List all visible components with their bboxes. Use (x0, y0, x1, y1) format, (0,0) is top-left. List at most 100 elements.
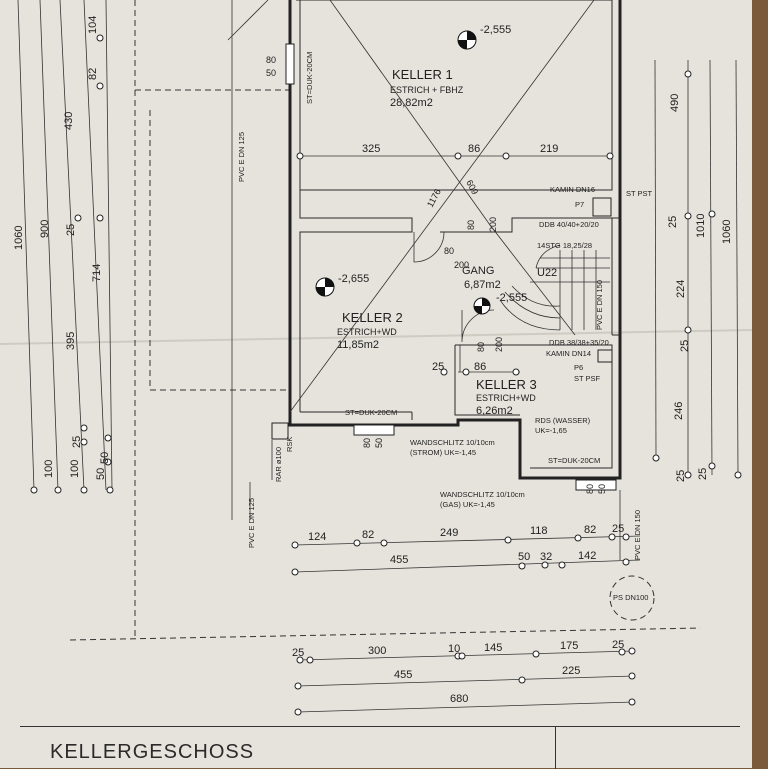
plan-sheet: KELLER 1 ESTRICH + FBHZ 28,82m2 KELLER 2… (0, 0, 752, 769)
dim-219: 219 (540, 143, 558, 155)
pump-sump-circle (609, 575, 655, 621)
window-dim-80a: 80 (266, 55, 276, 65)
note-wandschlitz-strom-2: (STROM) UK=-1,45 (410, 448, 476, 457)
room-keller1-area: 28,82m2 (390, 97, 433, 109)
interior-dimension-line (296, 152, 614, 376)
dim-left-430: 430 (63, 112, 75, 130)
dim-right-490: 490 (669, 94, 681, 112)
note-kamin-mid: KAMIN DN14 (546, 349, 591, 358)
dim-left-50a: 50 (95, 468, 107, 480)
dim-b3-25b: 25 (612, 639, 624, 651)
level-label-2: -2,655 (338, 273, 369, 285)
dim-b4-225: 225 (562, 665, 580, 677)
dim-gang-80: 80 (444, 246, 454, 256)
note-ddb-top: DDB 40/40+20/20 (539, 220, 599, 229)
left-dimension-lines (17, 0, 114, 494)
dim-left-395: 395 (65, 332, 77, 350)
dim-left-82: 82 (87, 68, 99, 80)
boundary-dashed (69, 0, 701, 641)
floor-plan-drawing: KELLER 1 ESTRICH + FBHZ 28,82m2 KELLER 2… (0, 0, 752, 716)
level-markers (315, 30, 491, 315)
dim-gang-200: 200 (454, 260, 469, 270)
dim-left-104: 104 (87, 16, 99, 34)
note-u22: U22 (537, 267, 557, 279)
dim-b2-142: 142 (578, 550, 596, 562)
note-wandschlitz-strom: WANDSCHLITZ 10/10cm (410, 438, 495, 447)
note-p6: P6 (574, 363, 583, 372)
dim-b4-455: 455 (394, 669, 412, 681)
dim-b3-300: 300 (368, 645, 386, 657)
note-st-duk-2: ST=DUK-20CM (548, 456, 600, 465)
dim-right-224: 224 (675, 280, 687, 298)
dim-k2-86: 86 (474, 361, 486, 373)
room-keller1-name: KELLER 1 (392, 67, 453, 82)
note-wandschlitz-gas-2: (GAS) UK=-1,45 (440, 500, 495, 509)
note-rar: RAR ø100 (274, 447, 283, 482)
dim-left-714: 714 (91, 264, 103, 282)
note-ps: PS DN100 (613, 593, 648, 602)
note-pvc-left-2: PVC E DN 125 (247, 498, 256, 548)
note-pvc-left: PVC E DN 125 (237, 132, 246, 182)
note-ddb-bottom: DDB 38/38+35/20 (549, 338, 609, 347)
dim-left-25a: 25 (65, 224, 77, 236)
room-keller2-finish: ESTRICH+WD (337, 327, 397, 337)
dim-325: 325 (362, 143, 380, 155)
dim-86: 86 (468, 143, 480, 155)
note-pvc-bottom: PVC E DN 150 (633, 510, 642, 560)
dim-left-100b: 100 (69, 460, 81, 478)
note-pvc-right: PVC E DN 150 (595, 280, 604, 330)
dim-right-25a: 25 (667, 216, 679, 228)
dim-right-25b: 25 (679, 340, 691, 352)
dim-right-25c: 25 (675, 470, 687, 482)
dim-right-25d: 25 (697, 468, 709, 480)
room-gang-area: 6,87m2 (464, 279, 501, 291)
note-rds-uk: UK=-1,65 (535, 426, 567, 435)
dim-gang-80b: 80 (466, 220, 476, 230)
dim-b1-118: 118 (530, 525, 548, 537)
note-rsk: RSK (285, 437, 294, 452)
note-st-psf: ST PSF (574, 374, 601, 383)
room-keller3-name: KELLER 3 (476, 377, 537, 392)
dim-b1-82a: 82 (362, 529, 374, 541)
window-dim-80b: 80 (362, 438, 372, 448)
title-block: KELLERGESCHOSS (20, 726, 740, 769)
room-keller1-finish: ESTRICH + FBHZ (390, 85, 464, 95)
dim-b3-175: 175 (560, 640, 578, 652)
window-dim-50a: 50 (266, 68, 276, 78)
note-rds: RDS (WASSER) (535, 416, 591, 425)
dim-b2-32: 32 (540, 551, 552, 563)
dim-b1-25: 25 (612, 523, 624, 535)
dim-b2-50: 50 (518, 551, 530, 563)
window-dim-80c: 80 (585, 484, 595, 494)
windows (271, 43, 617, 491)
dim-left-100a: 100 (43, 460, 55, 478)
walls (288, 0, 622, 480)
note-diag-609: 609 (464, 178, 480, 196)
dim-right-246: 246 (673, 402, 685, 420)
dim-k3-80: 80 (476, 342, 486, 352)
dim-right-1060: 1060 (721, 220, 733, 244)
dim-left-900: 900 (39, 220, 51, 238)
note-st-duk-1: ST=DUK-20CM (345, 408, 397, 417)
dim-left-1060: 1060 (13, 226, 25, 250)
dim-b3-145: 145 (484, 642, 502, 654)
note-kamin-top: KAMIN DN16 (550, 185, 595, 194)
dim-left-50b: 50 (99, 452, 111, 464)
dim-b2-455: 455 (390, 554, 408, 566)
dim-b3-10: 10 (448, 643, 460, 655)
dim-k2-25: 25 (432, 361, 444, 373)
dim-b1-82b: 82 (584, 524, 596, 536)
bottom-dimension-lines (291, 533, 641, 716)
note-st-duk-vertical: ST=DUK-20CM (305, 52, 314, 104)
room-keller2-area: 11,85m2 (337, 339, 379, 351)
note-wandschlitz-gas: WANDSCHLITZ 10/10cm (440, 490, 525, 499)
note-p7: P7 (575, 200, 584, 209)
right-dimension-lines (652, 59, 742, 479)
window-dim-50c: 50 (597, 484, 607, 494)
dim-right-1010: 1010 (695, 214, 707, 238)
room-gang-name: GANG (462, 265, 494, 277)
pipe-left (227, 0, 269, 520)
pipe-lines (249, 440, 621, 560)
dim-b3-25a: 25 (292, 647, 304, 659)
stairs (499, 244, 610, 331)
